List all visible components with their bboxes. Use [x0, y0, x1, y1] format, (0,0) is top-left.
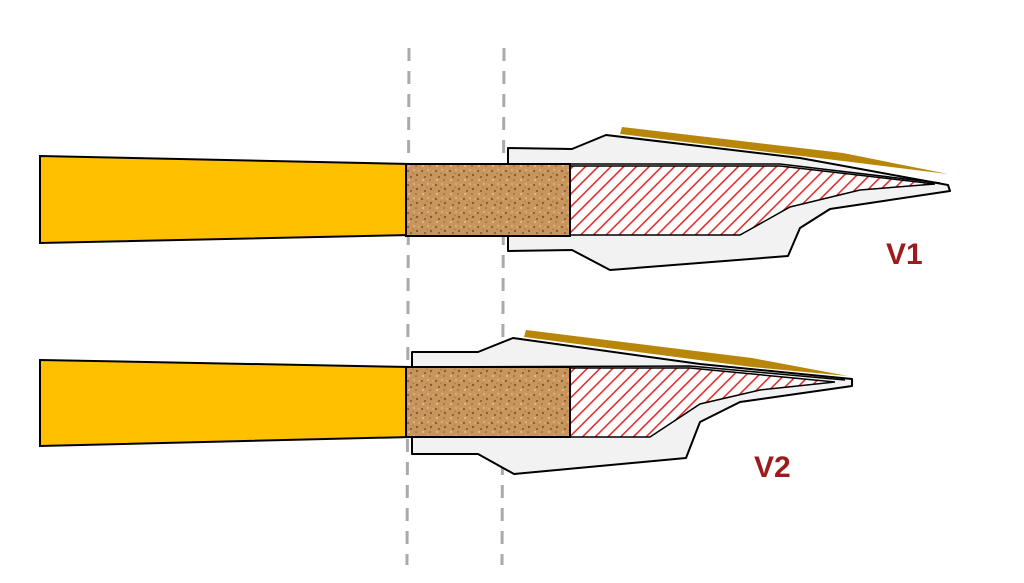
bore-line-v1: [506, 163, 941, 184]
tube-v2: [39, 358, 411, 448]
cork-v2: [405, 366, 571, 438]
label-v2: V2: [754, 451, 791, 484]
reed-v2: [524, 330, 848, 376]
assembly-v2: V2: [39, 330, 853, 484]
guide-line-left: [405, 47, 411, 566]
guide-line-right: [500, 47, 506, 566]
hatched-insert-v2: [567, 367, 836, 438]
reed-v1: [620, 127, 948, 174]
cork-v1: [405, 163, 571, 237]
hatched-insert-v1: [567, 165, 936, 236]
tube-v1: [39, 154, 411, 245]
label-v1: V1: [886, 238, 923, 271]
assembly-v1: V1: [39, 127, 951, 271]
